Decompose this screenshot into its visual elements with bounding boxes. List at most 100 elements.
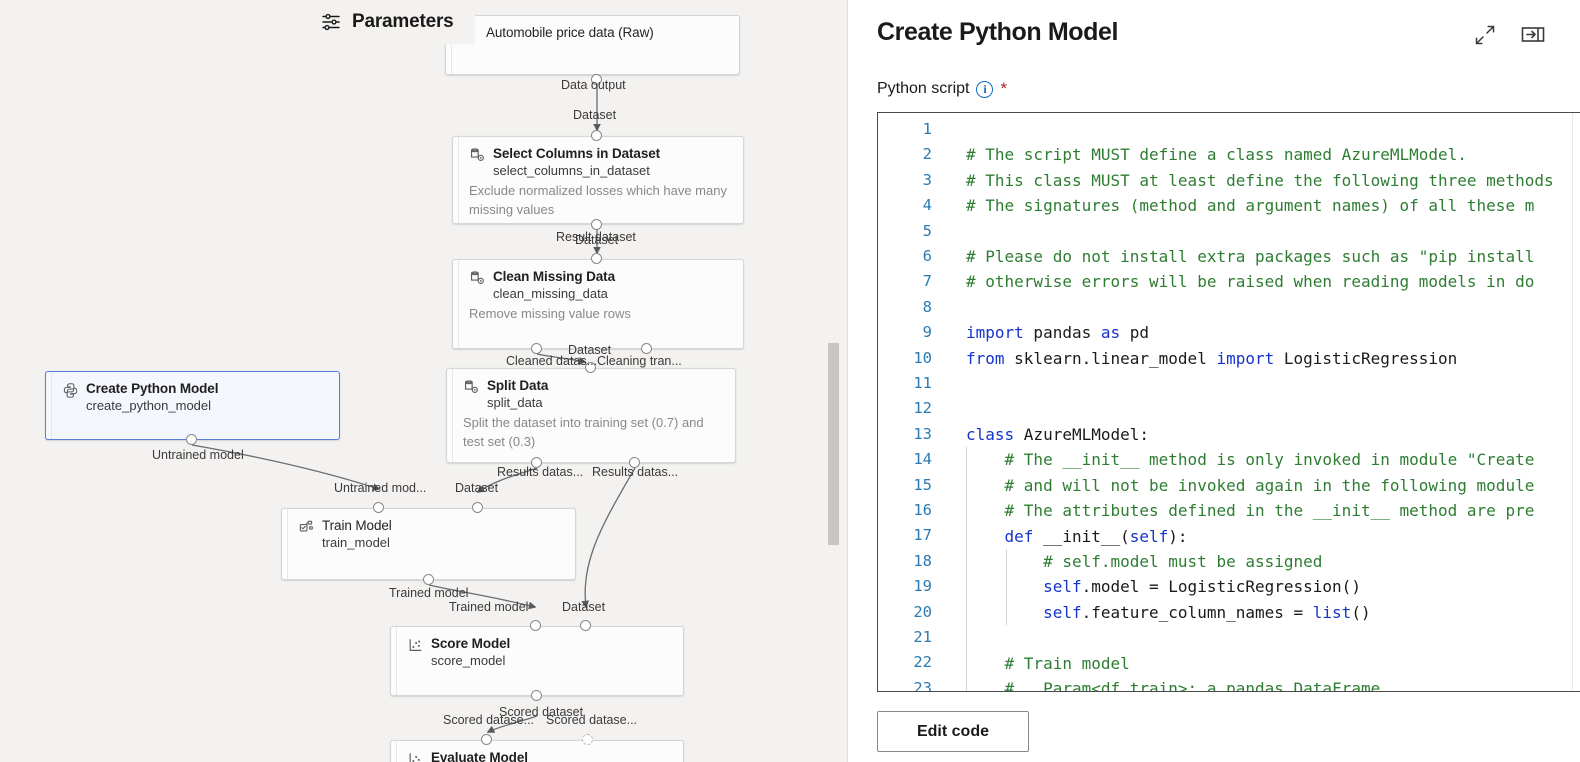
line-number: 21 (913, 628, 932, 646)
page-title: Create Python Model (877, 18, 1119, 46)
code-token: self (1043, 577, 1082, 597)
code-token: AzureMLModel: (1014, 424, 1150, 444)
port-score-dataset-in[interactable] (580, 620, 591, 631)
port-split-results-left[interactable] (531, 457, 542, 468)
node-subtitle: select_columns_in_dataset (493, 163, 650, 178)
node-create-python-model[interactable]: Create Python Model create_python_model (45, 371, 340, 440)
port-score-trained-model-in[interactable] (530, 620, 541, 631)
info-icon[interactable]: i (976, 80, 994, 98)
port-label: Dataset (575, 233, 619, 247)
node-train-model[interactable]: Train Model train_model (281, 508, 576, 580)
port-split-data-in[interactable] (585, 362, 596, 373)
node-score-model[interactable]: Score Model score_model (390, 626, 684, 696)
port-train-untrained-in[interactable] (373, 502, 384, 513)
line-number: 23 (913, 678, 932, 691)
node-comment: Remove missing value rows (469, 306, 631, 321)
code-line[interactable]: # Train model (940, 651, 1580, 676)
node-automobile-price-data[interactable]: Automobile price data (Raw) (445, 15, 740, 75)
port-cleaning-transform-out[interactable] (641, 343, 652, 354)
line-number: 8 (922, 297, 932, 316)
canvas-scrollbar-thumb[interactable] (828, 343, 839, 545)
code-line[interactable]: # The __init__ method is only invoked in… (940, 447, 1580, 472)
port-train-dataset-in[interactable] (472, 502, 483, 513)
port-split-results-right[interactable] (629, 457, 640, 468)
code-line[interactable] (940, 396, 1580, 421)
code-line[interactable] (940, 295, 1580, 320)
code-token: .feature_column_names = (1081, 602, 1313, 622)
port-untrained-model-out[interactable] (186, 434, 197, 445)
code-line[interactable]: # This class MUST at least define the fo… (940, 168, 1580, 193)
tab-parameters-label: Parameters (352, 11, 454, 32)
port-label: Scored dataset (499, 705, 584, 719)
code-line[interactable]: import pandas as pd (940, 320, 1580, 345)
code-token: # and will not be invoked again in the f… (966, 475, 1535, 495)
port-label: Scored datase... (546, 713, 638, 727)
code-token: # otherwise errors will be raised when r… (966, 272, 1535, 292)
port-label: Data output (561, 78, 626, 92)
port-select-columns-in[interactable] (591, 130, 602, 141)
node-title: Score Model (431, 636, 511, 651)
code-line[interactable]: # Please do not install extra packages s… (940, 244, 1580, 269)
line-number: 12 (913, 399, 932, 418)
port-scored-dataset-out[interactable] (531, 690, 542, 701)
code-line[interactable]: self.model = LogisticRegression() (940, 574, 1580, 599)
code-line[interactable]: # Param<df_train>: a pandas.DataFrame (940, 676, 1580, 691)
node-split-data[interactable]: Split Data split_data Split the dataset … (446, 368, 736, 463)
code-line[interactable]: # The attributes defined in the __init__… (940, 498, 1580, 523)
node-select-columns-in-dataset[interactable]: Select Columns in Dataset select_columns… (452, 136, 744, 224)
code-line[interactable]: # The script MUST define a class named A… (940, 142, 1580, 167)
node-title: Select Columns in Dataset (493, 146, 661, 161)
code-line[interactable]: # self.model must be assigned (940, 549, 1580, 574)
node-subtitle: create_python_model (86, 398, 212, 413)
node-comment: Exclude normalized losses which have man… (469, 183, 727, 217)
code-line[interactable]: from sklearn.linear_model import Logisti… (940, 346, 1580, 371)
code-token: # The script MUST define a class named A… (966, 145, 1467, 165)
node-accent-bar (46, 372, 52, 439)
database-gear-icon (469, 147, 486, 164)
pipeline-canvas[interactable]: Automobile price data (Raw) Select Colum… (0, 0, 848, 762)
port-select-columns-out[interactable] (591, 219, 602, 230)
node-clean-missing-data[interactable]: Clean Missing Data clean_missing_data Re… (452, 259, 744, 349)
node-title: Clean Missing Data (493, 269, 615, 284)
port-clean-missing-in[interactable] (591, 253, 602, 264)
node-evaluate-model[interactable]: Evaluate Model (390, 740, 684, 762)
python-script-label-row: Python script i * (877, 80, 1007, 98)
code-token: LogisticRegression (1274, 348, 1458, 368)
code-line[interactable]: def __init__(self): (940, 524, 1580, 549)
line-number: 18 (913, 551, 932, 570)
node-accent-bar (391, 741, 397, 762)
collapse-panel-icon[interactable] (1520, 22, 1546, 48)
port-evaluate-scored-right-in[interactable] (582, 734, 593, 745)
port-trained-model-out[interactable] (423, 574, 434, 585)
port-data-output[interactable] (591, 74, 602, 85)
line-number: 20 (913, 602, 932, 621)
node-subtitle: score_model (431, 653, 506, 668)
node-subtitle: split_data (487, 395, 543, 410)
expand-diagonal-icon[interactable] (1472, 22, 1498, 48)
tab-parameters[interactable]: Parameters (303, 0, 475, 44)
port-evaluate-scored-left-in[interactable] (481, 734, 492, 745)
edit-code-button[interactable]: Edit code (877, 711, 1029, 752)
code-lines[interactable]: # The script MUST define a class named A… (940, 113, 1580, 691)
port-label: Results datas... (497, 465, 584, 479)
code-line[interactable] (940, 117, 1580, 142)
code-line[interactable]: # and will not be invoked again in the f… (940, 473, 1580, 498)
code-token: __init__( (1033, 526, 1130, 546)
node-title: Evaluate Model (431, 750, 528, 762)
port-label: Dataset (455, 481, 499, 495)
code-line[interactable]: # otherwise errors will be raised when r… (940, 269, 1580, 294)
line-number: 7 (922, 272, 932, 291)
code-line[interactable]: class AzureMLModel: (940, 422, 1580, 447)
code-line[interactable] (940, 625, 1580, 650)
code-line[interactable]: self.feature_column_names = list() (940, 600, 1580, 625)
port-label: Dataset (573, 108, 617, 122)
required-marker: * (1000, 79, 1008, 98)
line-number: 5 (922, 221, 932, 240)
port-label: Dataset (568, 343, 612, 357)
code-line[interactable] (940, 371, 1580, 396)
code-line[interactable] (940, 219, 1580, 244)
code-line[interactable]: # The signatures (method and argument na… (940, 193, 1580, 218)
port-cleaned-dataset-out[interactable] (531, 343, 542, 354)
